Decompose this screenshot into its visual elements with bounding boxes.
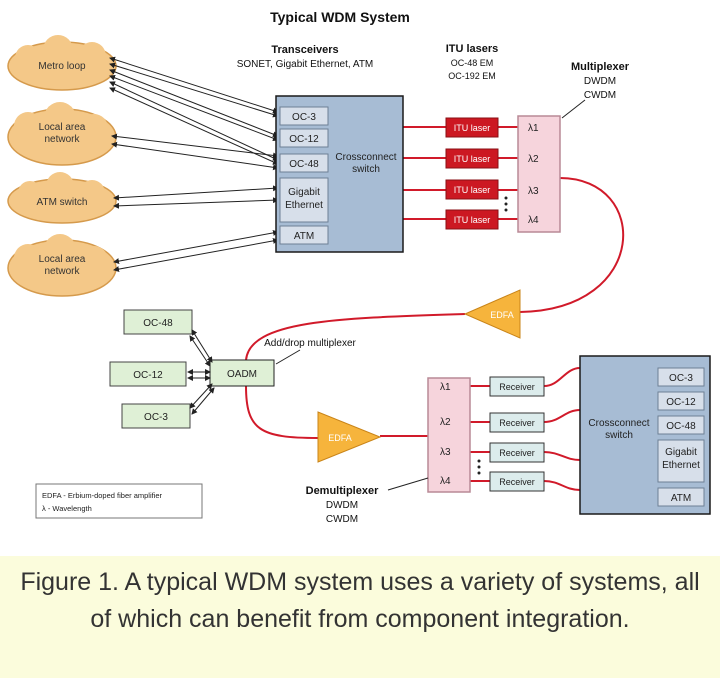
- switch-label: Crossconnect switch: [588, 418, 650, 441]
- port-label: OC-48: [289, 159, 319, 170]
- oadm-note: Add/drop multiplexer: [264, 338, 356, 349]
- cloud-local-area-network-2: Local area network: [7, 234, 117, 297]
- lambda-label: λ3: [440, 447, 451, 458]
- laser-label: ITU laser: [454, 154, 491, 164]
- lambda-label: λ4: [440, 476, 451, 487]
- oc-box-label: OC-48: [143, 318, 173, 329]
- wdm-system-diagram: Typical WDM System Metro loop: [7, 9, 711, 525]
- demux-subtitle-2: CWDM: [326, 514, 358, 525]
- cloud-label: Local area network: [38, 122, 86, 145]
- diagram-title: Typical WDM System: [270, 9, 410, 25]
- receiver-label: Receiver: [499, 448, 535, 458]
- demultiplexer: λ1 λ2 λ3 λ4: [427, 377, 481, 493]
- port-oc-48: [279, 153, 329, 173]
- caption-band: [0, 556, 720, 678]
- laser-label: ITU laser: [454, 123, 491, 133]
- oadm: OADM: [209, 359, 275, 387]
- legend-line-1: EDFA - Erbium-doped fiber amplifier: [42, 491, 163, 500]
- demux-subtitle-1: DWDM: [326, 500, 358, 511]
- mux-subtitle-1: DWDM: [584, 76, 616, 87]
- oc-boxes: OC-48 OC-12 OC-3: [109, 309, 193, 429]
- transceivers-title: Transceivers: [271, 44, 338, 56]
- port-label: OC-12: [289, 134, 319, 145]
- itu-title: ITU lasers: [446, 43, 499, 55]
- bottom-crossconnect-switch: OC-3 OC-12 OC-48 Gigabit Ethernet ATM Cr…: [579, 355, 711, 515]
- laser-label: ITU laser: [454, 185, 491, 195]
- edfa-amplifier-top: EDFA: [463, 289, 521, 339]
- oadm-note-1: Add/drop multiplexer: [264, 338, 356, 349]
- port-label: OC-48: [666, 421, 696, 432]
- lambda-label: λ2: [528, 154, 539, 165]
- legend-line-2: λ - Wavelength: [42, 504, 92, 513]
- top-crossconnect-switch: OC-3 OC-12 OC-48 Gigabit Ethernet ATM Cr…: [275, 95, 404, 253]
- itu-subtitle-2: OC-192 EM: [448, 71, 496, 81]
- fiber-lines: [245, 126, 625, 491]
- cloud-metro-loop: Metro loop: [7, 35, 117, 91]
- oc-box-label: OC-12: [133, 370, 163, 381]
- lambda-label: λ1: [440, 382, 451, 393]
- receiver-label: Receiver: [499, 382, 535, 392]
- lambda-label: λ1: [528, 123, 539, 134]
- cloud-atm-switch: ATM switch: [7, 172, 117, 224]
- legend: EDFA - Erbium-doped fiber amplifier λ - …: [35, 483, 203, 519]
- port-oc-48: [657, 415, 705, 435]
- mux-subtitle-2: CWDM: [584, 90, 616, 101]
- amp-label: EDFA: [328, 433, 352, 443]
- laser-label: ITU laser: [454, 215, 491, 225]
- oadm-pointer: [275, 349, 301, 365]
- mux-title: Multiplexer: [571, 61, 630, 73]
- cloud-local-area-network: Local area network: [7, 102, 117, 166]
- itu-lasers: ITU laser ITU laser ITU laser ITU laser: [445, 117, 508, 230]
- port-oc-3: [657, 367, 705, 387]
- lambda-label: λ3: [528, 186, 539, 197]
- port-oc-12: [279, 128, 329, 148]
- port-label: OC-3: [292, 112, 316, 123]
- port-label: OC-3: [669, 373, 693, 384]
- switch-label: Crossconnect switch: [335, 152, 397, 175]
- receiver-label: Receiver: [499, 477, 535, 487]
- port-oc-3: [279, 106, 329, 126]
- port-label: ATM: [294, 231, 314, 242]
- port-atm: [279, 225, 329, 245]
- port-label: Gigabit Ethernet: [662, 447, 700, 471]
- lambda-label: λ2: [440, 417, 451, 428]
- lambda-label: λ4: [528, 215, 539, 226]
- port-label: Gigabit Ethernet: [285, 187, 323, 211]
- multiplexer: λ1 λ2 λ3 λ4: [517, 115, 561, 233]
- transceivers-subtitle: SONET, Gigabit Ethernet, ATM: [237, 59, 374, 70]
- receiver-label: Receiver: [499, 418, 535, 428]
- port-label: OC-12: [666, 397, 696, 408]
- oadm-label: OADM: [227, 369, 257, 380]
- port-oc-12: [657, 391, 705, 411]
- edfa-amplifier-bottom: EDFA: [317, 411, 382, 463]
- cloud-label: Metro loop: [38, 61, 86, 72]
- port-gigabit-ethernet: [279, 177, 329, 223]
- demux-title: Demultiplexer: [306, 485, 379, 497]
- amp-label: EDFA: [490, 310, 514, 320]
- oc-box-label: OC-3: [144, 412, 168, 423]
- demux-pointer: [387, 477, 429, 491]
- cloud-label: ATM switch: [37, 197, 88, 208]
- port-gigabit-ethernet: [657, 439, 705, 483]
- cloud-label: Local area network: [38, 254, 86, 277]
- port-label: ATM: [671, 493, 691, 504]
- itu-subtitle-1: OC-48 EM: [451, 58, 494, 68]
- mux-pointer: [561, 99, 586, 119]
- oadm-connections: [187, 329, 215, 415]
- cloud-port-connections: [109, 56, 279, 273]
- figure-caption: Figure 1. A typical WDM system uses a va…: [20, 568, 700, 633]
- port-atm: [657, 487, 705, 507]
- receivers: Receiver Receiver Receiver Receiver: [489, 376, 545, 492]
